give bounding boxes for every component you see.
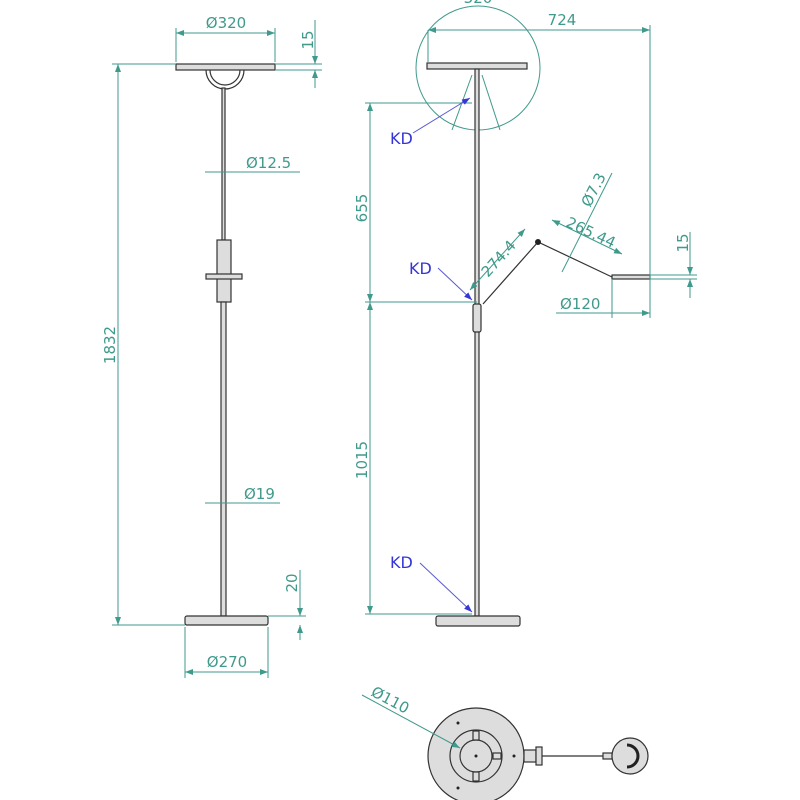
front-clamp [216, 239, 232, 303]
side-lamp-head [426, 62, 528, 70]
dim-upper-pole-diameter: Ø12.5 [246, 154, 291, 172]
reading-head [611, 274, 651, 280]
top-view: Ø110 [361, 683, 649, 800]
front-lamp-head [175, 63, 276, 71]
dim-reading-head-thickness: 15 [674, 233, 692, 252]
dim-swivel-cut: 320 [464, 0, 493, 7]
dim-arm-segment-1: 274.4 [478, 237, 520, 281]
front-head-bracket [205, 69, 245, 90]
kd-callout-arm: KD [409, 259, 432, 278]
kd-callout-head: KD [390, 129, 413, 148]
dim-lower-height: 1015 [353, 441, 371, 479]
front-upper-pole [221, 87, 226, 241]
dim-lower-pole-diameter: Ø19 [244, 485, 275, 503]
kd-callout-base: KD [390, 553, 413, 572]
dim-head-diameter: Ø320 [206, 14, 246, 32]
dim-top-inner-diameter: Ø110 [368, 683, 412, 718]
dim-head-thickness: 15 [299, 30, 317, 49]
front-view: Ø320 15 1832 Ø12.5 Ø19 20 Ø270 [101, 14, 322, 678]
top-reading-head [611, 737, 649, 775]
dim-reading-head-diameter: Ø120 [560, 295, 600, 313]
side-pole [474, 68, 480, 617]
side-base [435, 615, 521, 627]
dim-base-diameter: Ø270 [207, 653, 247, 671]
dim-base-thickness: 20 [283, 573, 301, 592]
dim-arm-diameter: Ø7.3 [578, 170, 610, 210]
front-base [184, 615, 269, 626]
side-arm-joint [472, 303, 482, 333]
side-view: 320 724 655 1015 274.4 265.44 Ø7.3 [353, 0, 697, 627]
dim-reach: 724 [548, 11, 577, 29]
dim-upper-height: 655 [353, 194, 371, 223]
front-lower-pole [220, 301, 227, 617]
dim-arm-segment-2: 265.44 [563, 213, 618, 252]
dim-total-height: 1832 [101, 326, 119, 364]
